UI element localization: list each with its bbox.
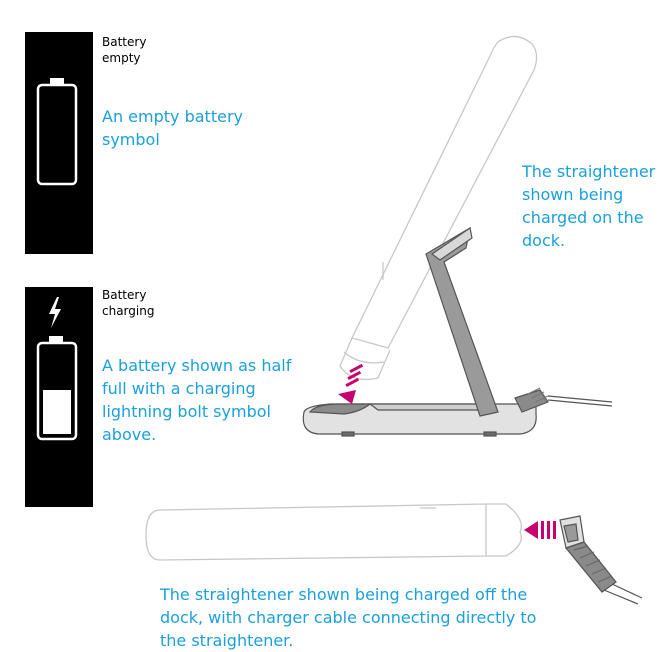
straightener-off-dock: [145, 503, 523, 561]
battery-empty-panel: [25, 32, 93, 254]
battery-empty-label: Battery empty: [102, 35, 147, 65]
battery-charging-panel: [25, 287, 93, 507]
charger-cable: [603, 583, 643, 605]
dock-cable: [527, 387, 613, 407]
battery-empty-icon: [36, 78, 78, 186]
charging-dock: [302, 226, 549, 437]
cable-insert-arrow-icon: [524, 521, 556, 539]
straightener-on-dock: [339, 35, 538, 381]
dock-insert-arrow-icon: [338, 363, 364, 404]
battery-charging-icon: [36, 297, 78, 441]
cable-callout: The straightener shown being charged off…: [160, 585, 537, 650]
charger-plug: [559, 515, 617, 593]
lightning-bolt-icon: [49, 297, 61, 328]
battery-charging-label: Battery charging: [102, 288, 155, 318]
dock-callout: The straightener shown being charged on …: [522, 162, 656, 250]
battery-charging-callout: A battery shown as half full with a char…: [102, 356, 292, 444]
battery-empty-callout: An empty battery symbol: [102, 107, 243, 149]
